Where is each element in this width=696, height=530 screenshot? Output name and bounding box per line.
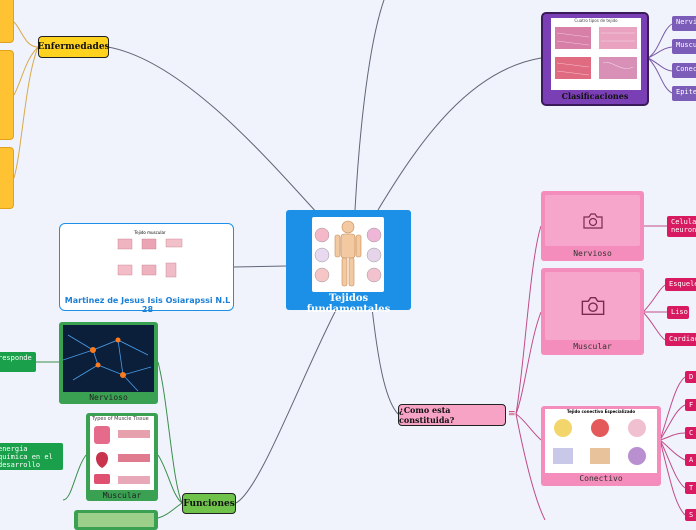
funciones-nervioso-note[interactable]: responde [0, 352, 36, 372]
constituida-label: ¿Como esta constituida? [399, 405, 455, 425]
enfermedades-topic[interactable]: Enfermedades [37, 36, 110, 58]
clasificaciones-image-title: Cuatro tipos de tejido [574, 18, 618, 23]
line-central-constituida [371, 307, 399, 415]
muscle-types-image: Types of Muscle Tissue [90, 416, 154, 490]
constituida-nervioso-label: Nervioso [573, 249, 612, 258]
line-central-top [354, 0, 385, 211]
constituida-muscular-label: Muscular [573, 342, 612, 351]
author-card[interactable]: Tejido muscular Martinez de Jesus Isis O… [59, 223, 234, 314]
tissue-types-thumbnails [555, 27, 637, 79]
author-image-title: Tejido muscular [134, 230, 166, 235]
conectivo-image-title: Tejido conectivo Especializado [566, 409, 636, 414]
camera-icon [582, 212, 603, 229]
line-constituida-bottom [515, 413, 546, 520]
constituida-conectivo-card[interactable]: Tejido conectivo Especializado Conectivo [541, 406, 661, 486]
funciones-topic[interactable]: Funciones [182, 493, 236, 514]
connective-tissue-thumbnails [553, 419, 646, 465]
constituida-topic[interactable]: ¿Como esta constituida? [398, 404, 506, 426]
conectivo-image: Tejido conectivo Especializado [545, 409, 657, 473]
enfermedades-label: Enfermedades [37, 42, 110, 52]
line-central-funciones [235, 309, 337, 504]
clasificaciones-item-nervioso[interactable]: Nervioso [672, 16, 696, 31]
line-constituida-conectivo [515, 413, 542, 441]
funciones-third-card[interactable] [74, 510, 158, 530]
constituida-conectivo-label: Conectivo [579, 474, 623, 483]
muscle-types-title: Types of Muscle Tissue [92, 416, 149, 422]
muscle-tissue-thumbnails [117, 238, 183, 278]
enfermedades-card-1[interactable] [0, 0, 14, 43]
constituida-nervioso-card[interactable]: Nervioso [541, 191, 644, 261]
muscular-item-liso[interactable]: Liso [667, 306, 689, 319]
line-constituida-nervioso [515, 225, 542, 415]
muscular-item-cardiaco[interactable]: Cardiaco [665, 333, 696, 346]
author-label: Martinez de Jesus Isis Osiarapssi N.L 28 [64, 296, 231, 314]
funciones-nervioso-card[interactable]: Nervioso [59, 322, 158, 404]
enfermedades-card-2[interactable] [0, 50, 14, 140]
menu-icon[interactable]: ≡ [508, 409, 516, 419]
central-image [312, 217, 384, 292]
line-constituida-muscular [515, 311, 542, 415]
nervioso-image-placeholder [545, 195, 640, 246]
clasificaciones-item-muscular[interactable]: Muscular [672, 39, 696, 54]
neurons-image [63, 325, 154, 392]
funciones-muscular-note[interactable]: energía química en el desarrollo [0, 443, 63, 470]
conectivo-item-2[interactable]: F [685, 399, 696, 411]
line-central-clasificaciones [377, 57, 542, 211]
muscle-types-illustration [94, 426, 150, 484]
muscular-item-esqueletico[interactable]: Esqueletico [665, 278, 696, 291]
author-image: Tejido muscular [110, 230, 190, 288]
conectivo-item-1[interactable]: D [685, 371, 696, 383]
central-topic[interactable]: Tejidos fundamentales [286, 210, 411, 315]
muscular-image-placeholder [545, 272, 640, 340]
funciones-muscular-card[interactable]: Types of Muscle Tissue Muscular [86, 413, 158, 501]
funciones-muscular-label: Muscular [102, 491, 142, 500]
camera-icon [581, 297, 604, 315]
conectivo-item-4[interactable]: A [685, 454, 696, 466]
central-title: Tejidos fundamentales [306, 293, 391, 315]
enfermedades-card-3[interactable] [0, 147, 14, 209]
funciones-label: Funciones [183, 498, 235, 509]
conectivo-item-6[interactable]: S [685, 509, 696, 521]
conectivo-item-3[interactable]: C [685, 427, 696, 439]
clasificaciones-item-epitelial[interactable]: Epitelial [672, 86, 696, 101]
clasificaciones-image: Cuatro tipos de tejido [551, 18, 641, 90]
constituida-muscular-card[interactable]: Muscular [541, 268, 644, 355]
line-central-author [232, 265, 287, 268]
clasificaciones-label: Clasificaciones [561, 91, 629, 101]
line-central-enfermedades [107, 46, 319, 215]
clasificaciones-item-conectivo[interactable]: Conectivo [672, 63, 696, 78]
funciones-nervioso-label: Nervioso [89, 393, 128, 402]
celulas-neuronales-item[interactable]: Celulas neuronales [667, 216, 696, 237]
conectivo-item-5[interactable]: T [685, 482, 696, 494]
clasificaciones-topic[interactable]: Cuatro tipos de tejido Clasificaciones [541, 12, 649, 106]
neurons-illustration [63, 334, 152, 392]
human-body-image [314, 220, 382, 287]
